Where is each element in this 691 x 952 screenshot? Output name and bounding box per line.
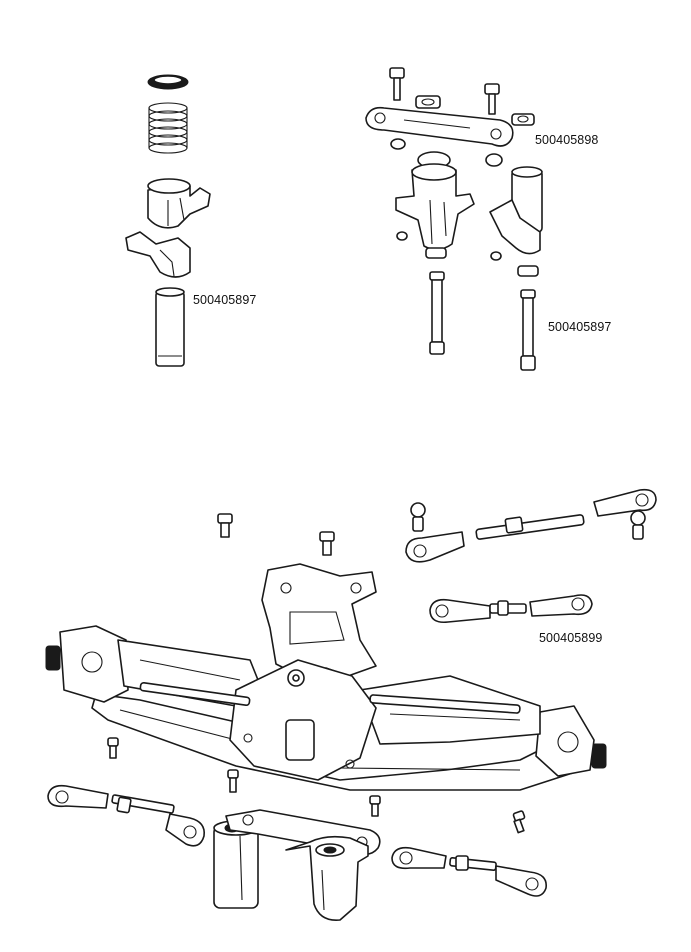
- lower-hub-block: [125, 231, 191, 278]
- bearing: [517, 265, 539, 277]
- screw: [319, 531, 335, 556]
- kingpin: [520, 289, 536, 371]
- bearing: [511, 113, 535, 126]
- shock-tower: [261, 563, 377, 677]
- steering-hub-bottom: [285, 835, 369, 921]
- kingpin: [429, 271, 445, 355]
- sleeve-tube-bottom: [213, 820, 259, 909]
- upper-right-assembly: [365, 67, 543, 371]
- pivot-ball: [630, 510, 646, 540]
- turnbuckle-bottom-left: [47, 784, 206, 847]
- bearing-ring: [147, 74, 189, 90]
- control-arm-right: [359, 675, 541, 745]
- bearing: [425, 247, 447, 259]
- bushing: [485, 153, 503, 167]
- pivot-ball: [410, 502, 426, 532]
- screw: [227, 769, 239, 793]
- chassis-links: [139, 681, 521, 714]
- turnbuckle-assembly-top: [405, 488, 657, 563]
- screw: [389, 67, 405, 101]
- turnbuckle-bottom-right: [391, 846, 547, 897]
- main-chassis-assembly: [45, 513, 607, 834]
- bushing: [390, 138, 406, 150]
- screw: [107, 737, 119, 759]
- sleeve-tube: [155, 287, 185, 367]
- turnbuckle-rod: [475, 514, 585, 540]
- spindle-block: [489, 166, 543, 255]
- screw: [512, 810, 526, 834]
- right-knuckle: [535, 705, 607, 777]
- screw: [217, 513, 233, 538]
- rod-end: [593, 488, 657, 517]
- screw: [369, 795, 381, 817]
- upper-left-assembly: [125, 74, 211, 367]
- turnbuckle-assembly-mid: [429, 594, 593, 624]
- bushing: [396, 231, 408, 241]
- steering-hub: [395, 151, 475, 251]
- left-knuckle: [45, 625, 129, 703]
- part-number-label-500405897-left: 500405897: [193, 293, 257, 307]
- coil-spring: [148, 102, 188, 154]
- part-number-label-500405899: 500405899: [539, 631, 603, 645]
- upper-hub-block: [147, 178, 211, 229]
- center-bulkhead: [229, 659, 377, 781]
- bushing: [490, 251, 502, 261]
- part-number-label-500405898: 500405898: [535, 133, 599, 147]
- rod-end: [405, 531, 465, 563]
- link-plate: [365, 106, 514, 147]
- bearing: [415, 95, 441, 109]
- part-number-label-500405897-right: 500405897: [548, 320, 612, 334]
- screw: [484, 83, 500, 115]
